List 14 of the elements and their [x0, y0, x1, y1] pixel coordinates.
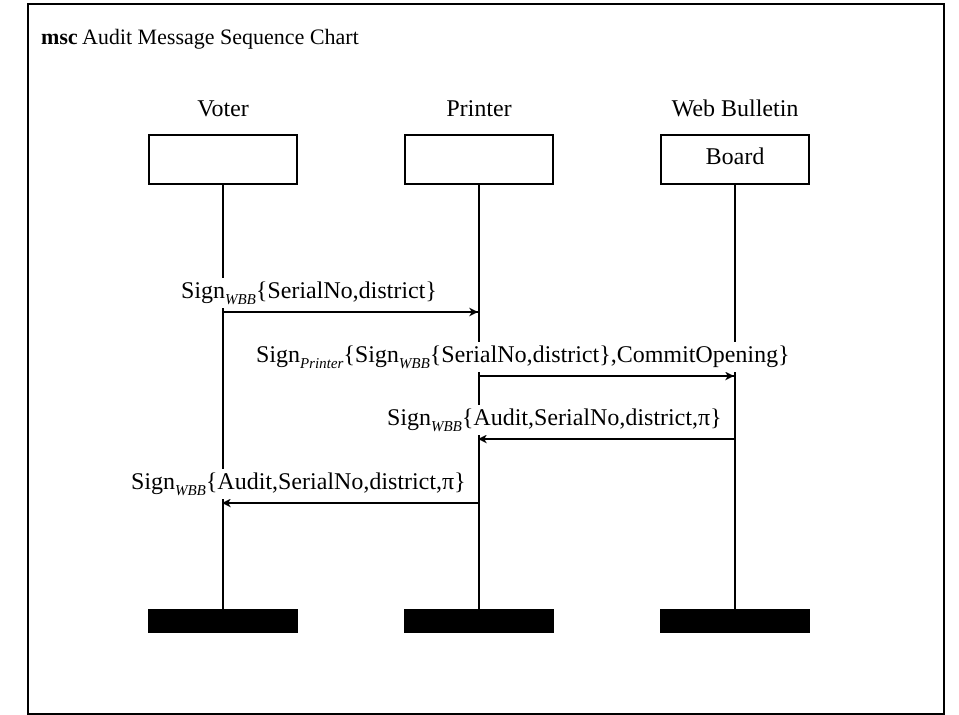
message-arrow — [478, 434, 734, 444]
instance-name: Web Bulletin — [670, 96, 800, 122]
message-arrow — [222, 308, 478, 316]
instance-end-bar — [148, 609, 298, 633]
frame-label: msc Audit Message Sequence Chart — [41, 25, 359, 50]
message-arrow — [222, 498, 478, 508]
instance-end-bar — [660, 609, 810, 633]
message-label: Sign$_{WBB}${SerialNo,district} — [180, 278, 438, 308]
instance-end-bar — [404, 609, 554, 633]
instance-name: Printer — [445, 96, 513, 122]
instance-name: Voter — [196, 96, 250, 122]
message-arrow — [478, 372, 734, 380]
diagram-frame — [27, 3, 945, 715]
instance-label: Board — [704, 144, 766, 170]
